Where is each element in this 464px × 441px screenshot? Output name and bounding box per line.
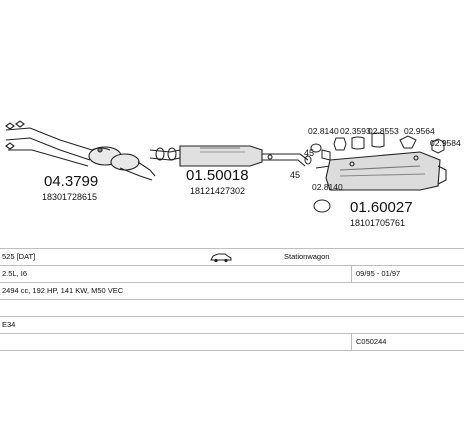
spec-row-engine: 2.5L, I6 09/95 - 01/97 <box>0 265 464 282</box>
oem-ref-middle-muffler: 18121427302 <box>190 186 245 196</box>
acc-02-9564: 02.9564 <box>404 126 435 136</box>
label-45-b: 45 <box>304 148 314 158</box>
exhaust-system-diagram: 04.3799 18301728615 01.50018 18121427302… <box>5 120 461 228</box>
spec-row-chassis: E34 <box>0 316 464 333</box>
part-number-middle-muffler: 01.50018 <box>186 167 249 184</box>
model-cell: 525 [DAT] <box>2 252 36 261</box>
years-cell: 09/95 - 01/97 <box>356 269 401 278</box>
acc-02-8553: 02.8553 <box>368 126 399 136</box>
car-body-icon <box>210 249 232 265</box>
spec-row-code: C050244 <box>0 333 464 351</box>
spec-row-model: 525 [DAT] Stationwagon <box>0 248 464 265</box>
power-cell: 2494 cc, 192 HP, 141 KW, M50 VEC <box>2 286 124 295</box>
front-pipe-catalyst-drawing <box>5 120 156 181</box>
chassis-cell: E34 <box>2 320 16 329</box>
oem-ref-front-pipe: 18301728615 <box>42 192 97 202</box>
rear-silencer-drawing <box>315 151 447 191</box>
clamps-accessories-drawing <box>304 132 445 213</box>
body-type-cell: Stationwagon <box>284 252 330 261</box>
part-number-rear-silencer: 01.60027 <box>350 199 413 216</box>
oem-ref-rear-silencer: 18101705761 <box>350 218 405 228</box>
spec-row-power: 2494 cc, 192 HP, 141 KW, M50 VEC <box>0 282 464 299</box>
spec-row-blank <box>0 299 464 316</box>
engine-cell: 2.5L, I6 <box>2 269 28 278</box>
middle-muffler-drawing <box>149 145 309 167</box>
catalog-code-cell: C050244 <box>356 337 387 346</box>
label-45-a: 45 <box>290 170 300 180</box>
acc-02-8140-top: 02.8140 <box>308 126 339 136</box>
acc-02-8140-bottom: 02.8140 <box>312 182 343 192</box>
vehicle-spec-table: 525 [DAT] Stationwagon 2.5L, I6 09/95 - … <box>0 248 464 351</box>
acc-02-9584: 02.9584 <box>430 138 461 148</box>
acc-02-3593: 02.3593 <box>340 126 371 136</box>
part-number-front-pipe: 04.3799 <box>44 173 98 190</box>
